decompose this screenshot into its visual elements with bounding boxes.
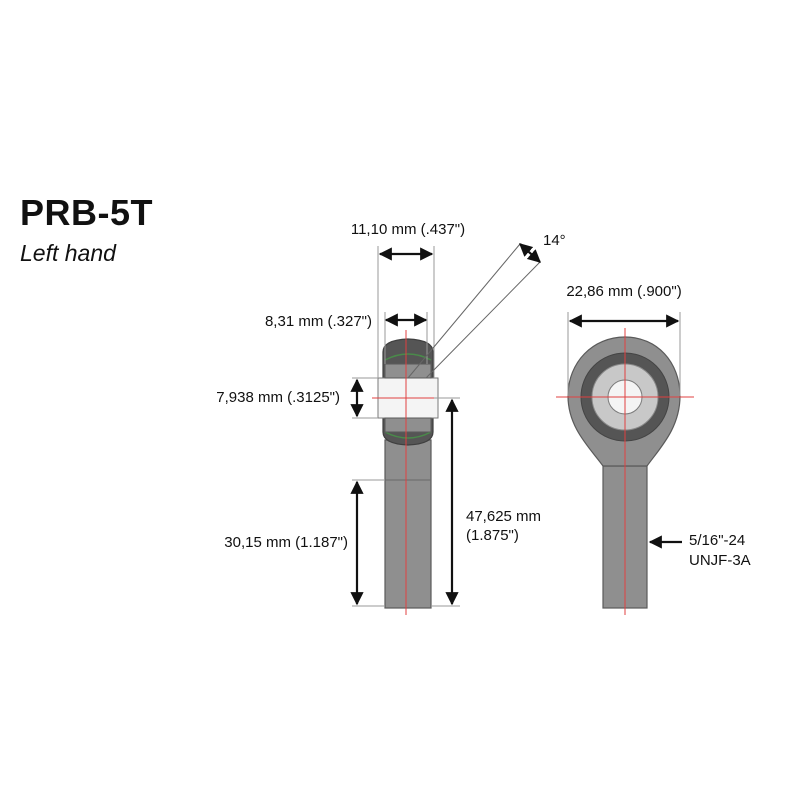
page-subtitle: Left hand	[20, 240, 116, 266]
side-ball-band-bottom	[384, 417, 432, 433]
label-thread-line1: 5/16"-24	[689, 532, 745, 549]
label-angle: 14°	[543, 232, 566, 249]
side-shank	[384, 439, 432, 609]
label-outer-width: 11,10 mm (.437")	[351, 221, 465, 238]
label-overall-length-line2: (1.875")	[466, 527, 519, 544]
label-ball-width: 8,31 mm (.327")	[265, 313, 372, 330]
angle-line-a	[407, 243, 521, 379]
page-title: PRB-5T	[20, 192, 154, 233]
side-ring-bottom	[384, 431, 432, 439]
label-thread-length: 30,15 mm (1.187")	[224, 534, 348, 551]
dim-line-angle	[519, 243, 541, 263]
label-thread-line2: UNJF-3A	[689, 552, 751, 569]
angle-line-b	[425, 261, 541, 379]
label-bore: 7,938 mm (.3125")	[216, 389, 340, 406]
label-overall-length-line1: 47,625 mm	[466, 508, 541, 525]
side-ball-band-top	[384, 363, 432, 379]
label-head-width: 22,86 mm (.900")	[566, 283, 681, 300]
side-view: 11,10 mm (.437") 8,31 mm (.327") 7,938 m…	[216, 221, 566, 615]
front-view: 22,86 mm (.900") 5/16"-24 UNJF-3A	[556, 283, 751, 615]
